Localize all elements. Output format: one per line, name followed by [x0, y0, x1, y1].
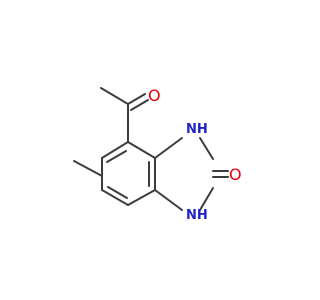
- atom-o-carbonyl: O: [229, 165, 242, 184]
- bond-ring-n-bottom: [154, 189, 183, 211]
- atom-nh-top: NH: [186, 122, 208, 137]
- ring-bond-1-inner: [106, 150, 127, 163]
- bond-methyl-ring: [73, 160, 103, 177]
- atom-o-acetyl: O: [148, 86, 161, 105]
- bond-acetyl-co-1: [127, 93, 146, 105]
- ring-bond-1: [101, 141, 129, 159]
- bond-acetyl-co-2: [130, 99, 149, 111]
- bond-ring-n-top: [154, 137, 183, 159]
- ring-bond-6: [127, 141, 156, 159]
- ring-bond-3-inner: [107, 186, 128, 199]
- ring-bond-4: [127, 189, 156, 206]
- molecule-structure: O O NH NH: [73, 86, 242, 223]
- bond-methyl-acetyl: [100, 87, 129, 105]
- bond-n-bottom-carbonyl: [199, 187, 214, 211]
- atom-nh-bottom: NH: [186, 208, 208, 223]
- bond-n-top-carbonyl: [199, 137, 214, 160]
- ring-bond-3: [101, 189, 129, 206]
